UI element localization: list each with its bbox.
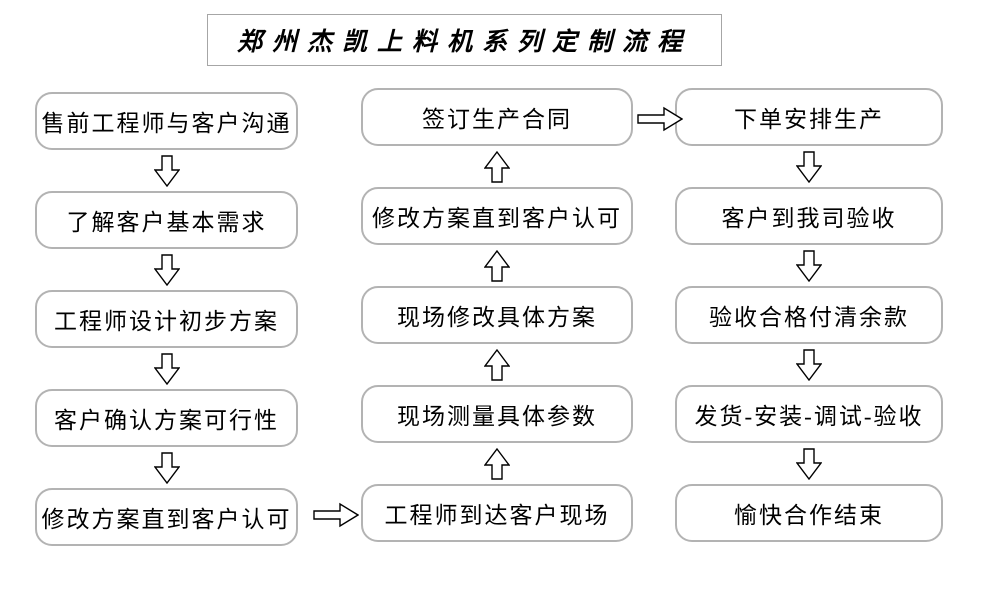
flow-step-onsite-modify-plan: 现场修改具体方案 — [361, 286, 633, 344]
flow-step-confirm-feasibility: 客户确认方案可行性 — [35, 389, 298, 447]
flow-step-pay-balance: 验收合格付清余款 — [675, 286, 943, 344]
connector-gap — [675, 245, 943, 286]
flow-step-happy-cooperation-end: 愉快合作结束 — [675, 484, 943, 542]
up-arrow-icon — [484, 348, 510, 381]
flow-step-label: 现场修改具体方案 — [397, 305, 597, 330]
flow-step-revise-until-approved-2: 修改方案直到客户认可 — [361, 187, 633, 245]
connector-gap — [675, 344, 943, 385]
flow-step-label: 工程师设计初步方案 — [54, 309, 279, 334]
connector-gap — [675, 146, 943, 187]
connector-gap — [361, 443, 633, 484]
flow-step-label: 验收合格付清余款 — [709, 305, 909, 330]
connector-middle-to-right — [637, 106, 683, 132]
flow-step-ship-install-debug-accept: 发货-安装-调试-验收 — [675, 385, 943, 443]
flow-step-customer-acceptance-visit: 客户到我司验收 — [675, 187, 943, 245]
flow-step-initial-design: 工程师设计初步方案 — [35, 290, 298, 348]
up-arrow-icon — [484, 447, 510, 480]
middle-column: 签订生产合同 修改方案直到客户认可 现场修改具体方案 现场测量具体参数 工程师到… — [361, 88, 633, 542]
flow-step-label: 愉快合作结束 — [734, 503, 884, 528]
down-arrow-icon — [153, 154, 180, 187]
down-arrow-icon — [153, 451, 180, 484]
connector-gap — [361, 245, 633, 286]
right-arrow-icon — [313, 502, 359, 528]
down-arrow-icon — [796, 447, 822, 480]
left-column: 售前工程师与客户沟通 了解客户基本需求 工程师设计初步方案 客户确认方案可行性 … — [35, 92, 298, 546]
connector-gap — [35, 150, 298, 191]
flow-step-label: 客户确认方案可行性 — [54, 408, 279, 433]
page-title: 郑州杰凯上料机系列定制流程 — [236, 29, 692, 56]
right-column: 下单安排生产 客户到我司验收 验收合格付清余款 发货-安装-调试-验收 愉快合作… — [675, 88, 943, 542]
connector-gap — [361, 146, 633, 187]
flow-step-label: 售前工程师与客户沟通 — [41, 111, 292, 136]
down-arrow-icon — [796, 348, 822, 381]
flow-step-onsite-measure-params: 现场测量具体参数 — [361, 385, 633, 443]
flow-step-label: 客户到我司验收 — [721, 206, 897, 231]
flow-step-place-order-production: 下单安排生产 — [675, 88, 943, 146]
down-arrow-icon — [796, 150, 822, 183]
flow-step-understand-needs: 了解客户基本需求 — [35, 191, 298, 249]
connector-gap — [361, 344, 633, 385]
flow-step-label: 修改方案直到客户认可 — [41, 507, 292, 532]
down-arrow-icon — [153, 253, 180, 286]
flow-step-label: 签订生产合同 — [422, 107, 572, 132]
flow-step-presale-communication: 售前工程师与客户沟通 — [35, 92, 298, 150]
flow-step-label: 下单安排生产 — [734, 107, 884, 132]
flow-step-label: 工程师到达客户现场 — [384, 503, 610, 528]
flow-step-label: 了解客户基本需求 — [66, 210, 267, 235]
connector-gap — [675, 443, 943, 484]
right-arrow-icon — [637, 106, 683, 132]
flow-step-label: 修改方案直到客户认可 — [372, 206, 622, 231]
down-arrow-icon — [796, 249, 822, 282]
connector-gap — [35, 447, 298, 488]
connector-left-to-middle — [313, 502, 359, 528]
down-arrow-icon — [153, 352, 180, 385]
flow-step-sign-contract: 签订生产合同 — [361, 88, 633, 146]
flow-step-label: 现场测量具体参数 — [397, 404, 597, 429]
flow-step-engineer-arrives-site: 工程师到达客户现场 — [361, 484, 633, 542]
up-arrow-icon — [484, 150, 510, 183]
flow-step-revise-until-approved-1: 修改方案直到客户认可 — [35, 488, 298, 546]
connector-gap — [35, 348, 298, 389]
flow-step-label: 发货-安装-调试-验收 — [694, 404, 924, 429]
connector-gap — [35, 249, 298, 290]
up-arrow-icon — [484, 249, 510, 282]
flowchart-title-box: 郑州杰凯上料机系列定制流程 — [207, 14, 722, 66]
